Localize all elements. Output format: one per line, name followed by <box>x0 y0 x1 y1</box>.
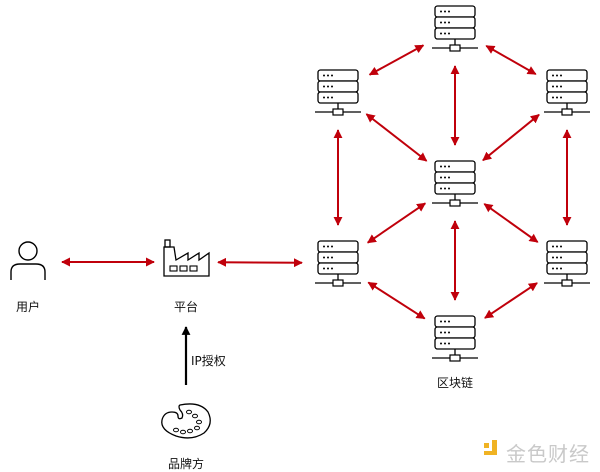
edge-lower-left-center <box>366 202 427 244</box>
server-icon-lower-left <box>314 240 362 287</box>
brand-label: 品牌方 <box>167 457 205 471</box>
watermark-text: 金色财经 <box>506 442 590 466</box>
ip-authorization-label: IP授权 <box>191 354 226 368</box>
edge-upper-right-center <box>482 113 540 162</box>
jinse-logo-icon <box>484 440 497 455</box>
person-icon <box>10 241 46 280</box>
edge-top-upper-left <box>368 44 425 76</box>
edge-platform-lower-left <box>217 257 303 268</box>
server-icon-lower-right <box>543 240 591 287</box>
edge-lower-right-center <box>483 203 539 243</box>
servers-layer <box>314 5 591 362</box>
edge-upper-left-center <box>365 113 428 162</box>
edges-layer <box>61 44 572 320</box>
server-icon-upper-left <box>314 69 362 116</box>
server-icon-center <box>431 160 479 207</box>
server-icon-bottom <box>431 315 479 362</box>
edge-top-upper-right <box>485 44 537 76</box>
edge-lower-left-bottom <box>367 281 426 320</box>
server-icon-top <box>431 5 479 52</box>
user-label: 用户 <box>15 300 41 314</box>
palette-icon <box>161 403 211 439</box>
watermark: 金色财经 <box>484 438 590 467</box>
server-icon-upper-right <box>543 69 591 116</box>
blockchain-label: 区块链 <box>436 376 474 390</box>
factory-icon <box>163 239 210 277</box>
platform-label: 平台 <box>173 300 199 314</box>
edge-lower-right-bottom <box>484 282 538 319</box>
